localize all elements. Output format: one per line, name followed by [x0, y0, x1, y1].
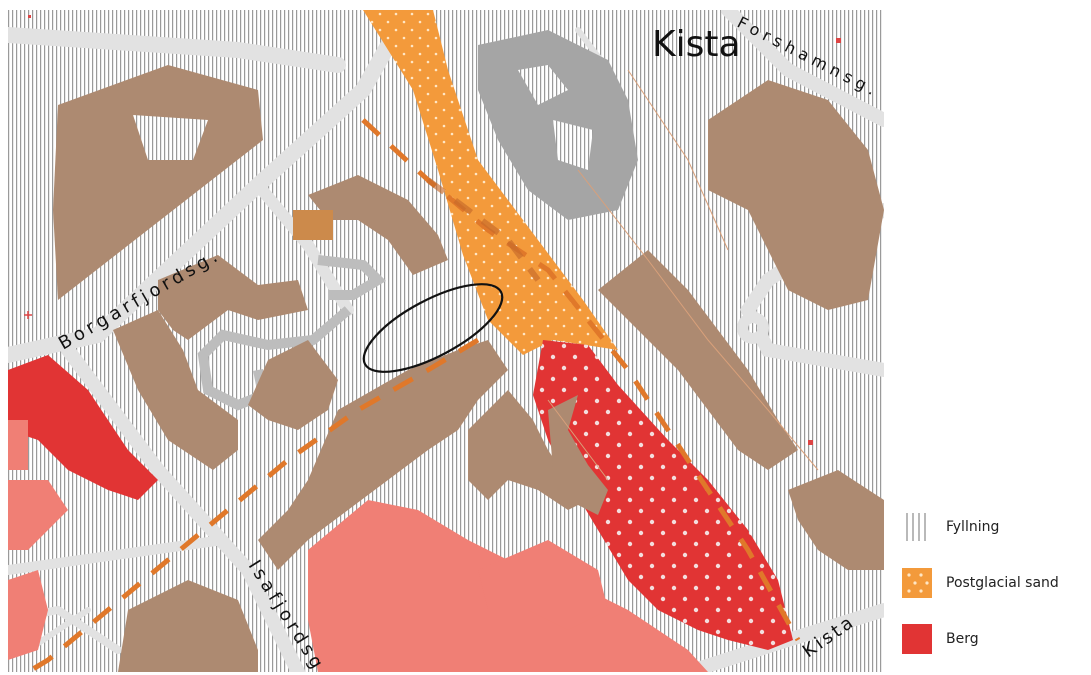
- fyllning-swatch-icon: [906, 513, 926, 541]
- buildings: [53, 65, 884, 672]
- highlight-ellipse: [362, 283, 504, 373]
- legend-item-berg: Berg: [900, 622, 979, 656]
- gray-building-courtyard-2: [553, 120, 593, 170]
- legend-item-fyllning: Fyllning: [900, 510, 999, 544]
- legend-item-postglacial-sand: Postglacial sand: [900, 566, 1059, 600]
- postglacial-sand-area: [363, 10, 618, 355]
- contour-lines: [547, 69, 819, 481]
- highlighted-building: [293, 210, 333, 240]
- legend-label: Fyllning: [946, 519, 1000, 535]
- pink-building-south: [478, 540, 608, 630]
- berg-swatch-icon: [902, 624, 932, 654]
- place-label-kista: Kista: [652, 24, 741, 65]
- small-markers: [24, 15, 841, 445]
- legend-label: Postglacial sand: [946, 575, 1059, 591]
- legend-label: Berg: [946, 631, 979, 647]
- berg-area-sand: [533, 340, 793, 650]
- berg-area-west: [8, 355, 158, 500]
- geology-map[interactable]: Kista Forshamnsg. Borgarfjordsg. Isafjor…: [8, 10, 884, 672]
- map-canvas: Kista Forshamnsg. Borgarfjordsg. Isafjor…: [8, 10, 884, 672]
- postglacial-sand-swatch-icon: [902, 568, 932, 598]
- gray-building-courtyard-1: [518, 65, 568, 105]
- roundabout-center: [748, 323, 758, 333]
